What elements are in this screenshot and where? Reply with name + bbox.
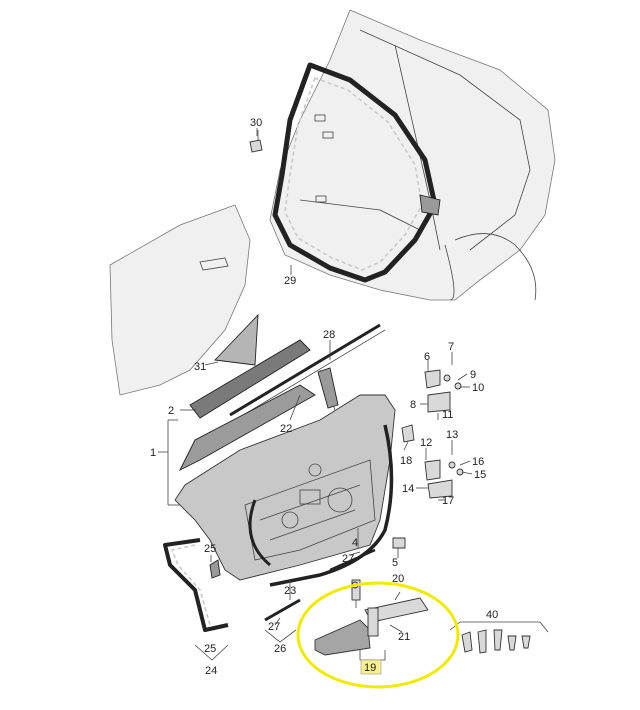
front-door-outline (109, 204, 251, 396)
part-label-7: 7 (448, 341, 454, 353)
bolt-set (449, 621, 549, 654)
part-label-18: 18 (400, 455, 412, 467)
part-label-22: 22 (280, 423, 292, 435)
part-label-27-upper: 27 (342, 553, 354, 565)
lower-sill-strip (264, 598, 301, 622)
part-label-19: 19 (364, 662, 376, 674)
part-label-31: 31 (194, 361, 206, 373)
window-guide-channel (178, 384, 316, 472)
part-label-21: 21 (398, 631, 410, 643)
window-strip (189, 339, 311, 419)
part-label-20: 20 (392, 573, 404, 585)
part-label-28: 28 (323, 329, 335, 341)
car-body-outline (269, 9, 556, 301)
lower-weatherstrip (163, 538, 229, 632)
highlight-circle (296, 581, 460, 689)
grommet-plug (392, 537, 406, 549)
part-labels: 1 2 4 5 6 7 8 9 10 11 12 13 14 15 16 17 … (150, 117, 498, 677)
part-label-8: 8 (410, 399, 416, 411)
door-edge-seal (269, 424, 394, 587)
part-label-1: 1 (150, 447, 156, 459)
part-label-4: 4 (352, 537, 358, 549)
rear-door-shell (174, 394, 396, 581)
window-channel-strip (229, 323, 381, 417)
part-label-26: 26 (274, 643, 286, 655)
part-label-13: 13 (446, 429, 458, 441)
part-label-9: 9 (470, 369, 476, 381)
upper-hinge (401, 369, 462, 443)
part-label-17: 17 (442, 495, 454, 507)
part-label-10: 10 (472, 382, 484, 394)
part-label-16: 16 (472, 456, 484, 468)
lower-hinge (424, 459, 464, 499)
part-label-12: 12 (420, 437, 432, 449)
door-frame-seal (272, 62, 441, 283)
part-label-40: 40 (486, 609, 498, 621)
part-label-23: 23 (284, 585, 296, 597)
clip-part (209, 559, 221, 579)
part-label-5: 5 (392, 557, 398, 569)
leader-lines (158, 128, 473, 661)
part-label-6: 6 (424, 351, 430, 363)
fastener-screw (249, 139, 263, 153)
part-label-30: 30 (250, 117, 262, 129)
part-label-29: 29 (284, 275, 296, 287)
part-label-2: 2 (168, 405, 174, 417)
part-label-14: 14 (402, 483, 414, 495)
door-check-strap (314, 579, 429, 656)
window-trim-triangle (214, 313, 259, 366)
part-label-11: 11 (442, 409, 453, 421)
part-label-27-lower: 27 (268, 621, 280, 633)
part-label-25-upper: 25 (204, 543, 216, 555)
label-19-box (360, 659, 382, 675)
part-label-15: 15 (474, 469, 486, 481)
part-label-25-lower: 25 (204, 643, 216, 655)
part-label-24: 24 (205, 665, 217, 677)
